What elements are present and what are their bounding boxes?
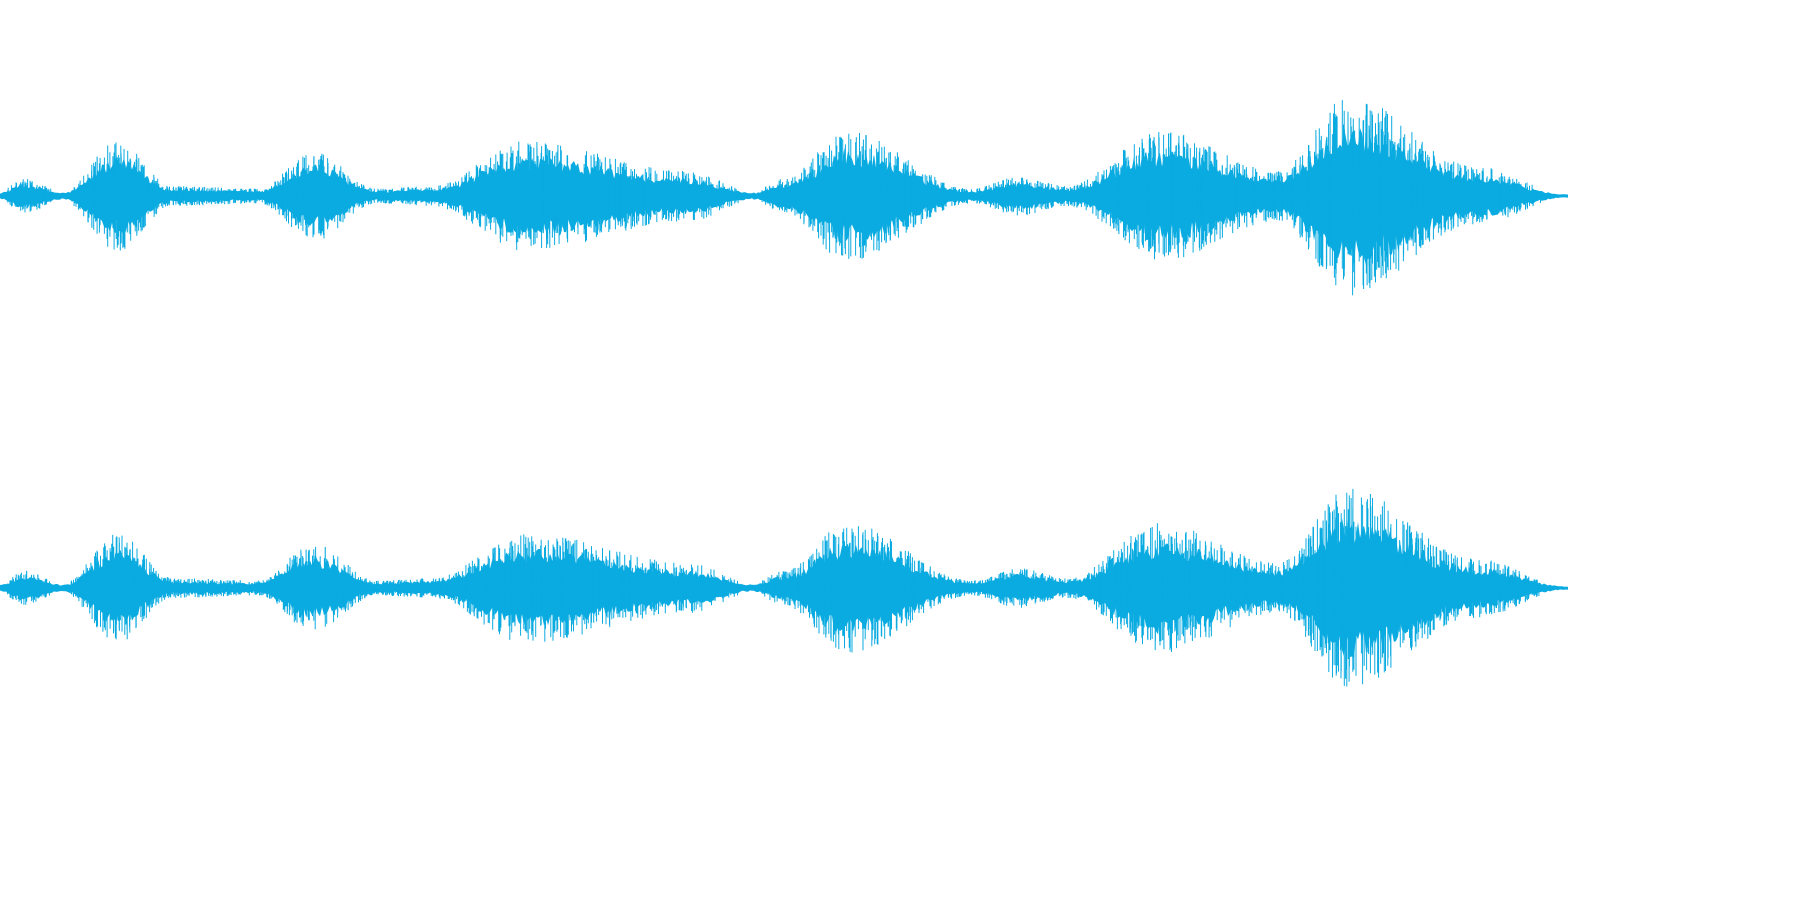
waveform-channel-2 — [0, 488, 1568, 687]
waveform-channel-1 — [0, 100, 1568, 296]
